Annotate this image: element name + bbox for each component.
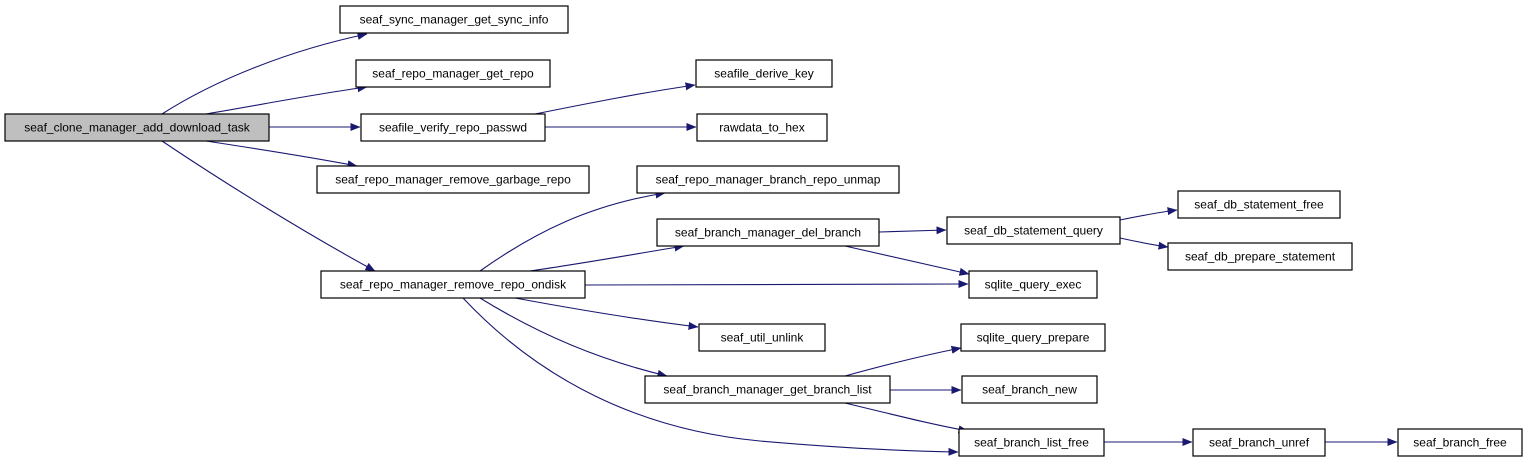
- node-box: [961, 375, 1098, 404]
- node-remove-garbage-repo[interactable]: seaf_repo_manager_remove_garbage_repo: [316, 165, 590, 194]
- node-box: [946, 216, 1121, 245]
- node-branch-list-free[interactable]: seaf_branch_list_free: [958, 428, 1105, 457]
- call-edge-db-statement-query-to-db-prepare-statement: [1119, 237, 1169, 250]
- node-box: [355, 59, 551, 88]
- node-get-sync-info[interactable]: seaf_sync_manager_get_sync_info: [339, 5, 569, 34]
- node-remove-repo-ondisk[interactable]: seaf_repo_manager_remove_repo_ondisk: [320, 270, 586, 299]
- node-branch-repo-unmap[interactable]: seaf_repo_manager_branch_repo_unmap: [636, 165, 900, 194]
- node-label: seaf_branch_manager_del_branch: [675, 226, 861, 240]
- call-edge-db-statement-query-to-db-statement-free: [1119, 207, 1178, 221]
- node-label: seaf_util_unlink: [721, 331, 805, 345]
- call-edge-get-branch-list-to-sqlite-query-prepare: [844, 345, 962, 377]
- node-box: [696, 113, 828, 142]
- node-label: seaf_branch_new: [982, 383, 1077, 397]
- node-box: [1397, 428, 1523, 457]
- node-box: [4, 113, 270, 142]
- node-box: [316, 165, 590, 194]
- node-layer: seaf_clone_manager_add_download_taskseaf…: [4, 5, 1523, 457]
- node-get-repo[interactable]: seaf_repo_manager_get_repo: [355, 59, 551, 88]
- node-db-statement-query[interactable]: seaf_db_statement_query: [946, 216, 1121, 245]
- node-derive-key[interactable]: seafile_derive_key: [695, 59, 833, 88]
- node-label: seaf_sync_manager_get_sync_info: [360, 13, 549, 27]
- node-box: [656, 218, 880, 247]
- node-label: seaf_repo_manager_get_repo: [372, 67, 534, 81]
- node-label: seaf_db_statement_free: [1194, 198, 1324, 212]
- call-edge-remove-repo-ondisk-to-del-branch: [529, 243, 685, 272]
- node-label: seaf_branch_manager_get_branch_list: [663, 383, 872, 397]
- node-label: seaf_branch_list_free: [974, 436, 1089, 450]
- call-edge-add-download-task-to-remove-repo-ondisk: [161, 140, 376, 272]
- call-edge-add-download-task-to-get-sync-info: [161, 32, 368, 115]
- node-box: [1167, 242, 1353, 271]
- node-label: seaf_branch_free: [1413, 436, 1507, 450]
- call-edge-verify-repo-passwd-to-derive-key: [534, 82, 696, 115]
- edge-layer: [161, 32, 1398, 456]
- call-edge-remove-repo-ondisk-to-sqlite-query-exec: [584, 280, 969, 289]
- node-box: [1192, 428, 1326, 457]
- node-label: seaf_clone_manager_add_download_task: [24, 121, 251, 135]
- node-label: seaf_repo_manager_remove_garbage_repo: [335, 173, 571, 187]
- node-label: seaf_repo_manager_branch_repo_unmap: [656, 173, 881, 187]
- node-util-unlink[interactable]: seaf_util_unlink: [698, 323, 826, 352]
- call-edge-del-branch-to-db-statement-query: [878, 226, 947, 235]
- node-box: [695, 59, 833, 88]
- node-sqlite-query-prepare[interactable]: sqlite_query_prepare: [960, 323, 1106, 352]
- call-edge-remove-repo-ondisk-to-branch-list-free: [462, 297, 959, 456]
- node-branch-new[interactable]: seaf_branch_new: [961, 375, 1098, 404]
- call-edge-add-download-task-to-remove-garbage-repo: [205, 140, 358, 169]
- node-label: seaf_db_statement_query: [964, 224, 1103, 238]
- call-edge-remove-repo-ondisk-to-util-unlink: [514, 297, 699, 330]
- node-box: [339, 5, 569, 34]
- node-label: sqlite_query_prepare: [977, 331, 1090, 345]
- call-edge-get-branch-list-to-branch-list-free: [844, 402, 969, 434]
- call-edge-del-branch-to-sqlite-query-exec: [844, 245, 970, 276]
- node-del-branch[interactable]: seaf_branch_manager_del_branch: [656, 218, 880, 247]
- node-box: [360, 113, 546, 142]
- call-edge-remove-repo-ondisk-to-branch-repo-unmap: [479, 190, 666, 272]
- node-label: seafile_derive_key: [714, 67, 813, 81]
- node-label: sqlite_query_exec: [985, 278, 1082, 292]
- call-edge-add-download-task-to-get-repo: [205, 84, 368, 115]
- node-label: seaf_db_prepare_statement: [1185, 250, 1336, 264]
- node-sqlite-query-exec[interactable]: sqlite_query_exec: [968, 270, 1098, 299]
- node-add-download-task[interactable]: seaf_clone_manager_add_download_task: [4, 113, 270, 142]
- node-verify-repo-passwd[interactable]: seafile_verify_repo_passwd: [360, 113, 546, 142]
- node-branch-unref[interactable]: seaf_branch_unref: [1192, 428, 1326, 457]
- node-box: [320, 270, 586, 299]
- node-branch-free[interactable]: seaf_branch_free: [1397, 428, 1523, 457]
- node-label: seaf_branch_unref: [1209, 436, 1310, 450]
- node-box: [644, 375, 891, 404]
- node-box: [968, 270, 1098, 299]
- node-box: [958, 428, 1105, 457]
- node-get-branch-list[interactable]: seaf_branch_manager_get_branch_list: [644, 375, 891, 404]
- node-box: [960, 323, 1106, 352]
- node-label: seafile_verify_repo_passwd: [379, 121, 527, 135]
- node-db-statement-free[interactable]: seaf_db_statement_free: [1177, 190, 1341, 219]
- node-label: seaf_repo_manager_remove_repo_ondisk: [340, 278, 567, 292]
- node-box: [1177, 190, 1341, 219]
- node-label: rawdata_to_hex: [719, 121, 804, 135]
- call-edge-remove-repo-ondisk-to-get-branch-list: [479, 297, 668, 378]
- node-box: [698, 323, 826, 352]
- node-rawdata-to-hex[interactable]: rawdata_to_hex: [696, 113, 828, 142]
- node-box: [636, 165, 900, 194]
- node-db-prepare-statement[interactable]: seaf_db_prepare_statement: [1167, 242, 1353, 271]
